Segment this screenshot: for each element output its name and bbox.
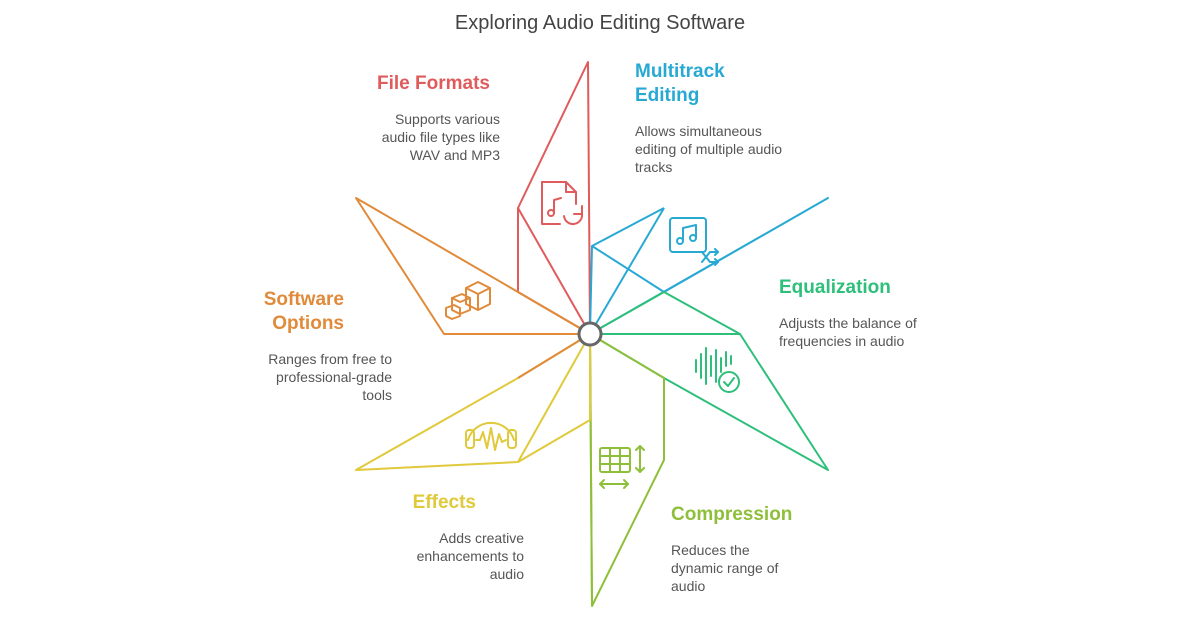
effects-description: Adds creative enhancements to audio	[416, 530, 524, 582]
compression-description: Reduces the dynamic range of audio	[671, 542, 779, 594]
effects-heading: Effects	[412, 492, 476, 513]
music-shuffle-icon	[669, 217, 719, 266]
blade-software	[355, 197, 591, 379]
multitrack-description: Allows simultaneous editing of multiple …	[635, 123, 783, 175]
equalization-description: Adjusts the balance of frequencies in au…	[779, 315, 917, 349]
multitrack-heading: Multitrack Editing	[635, 61, 725, 106]
grid-resize-icon	[599, 445, 645, 489]
diagram-title: Exploring Audio Editing Software	[454, 12, 746, 34]
compression-heading: Compression	[671, 504, 793, 525]
blade-compression	[589, 333, 665, 607]
headphones-wave-icon	[465, 421, 517, 451]
file-formats-description: Supports various audio file types like W…	[381, 111, 500, 163]
software-heading: Software Options	[263, 289, 344, 334]
blade-file-formats	[517, 61, 591, 335]
software-description: Ranges from free to professional-grade t…	[268, 351, 392, 403]
audio-file-sync-icon	[541, 181, 584, 225]
center-hub	[577, 321, 603, 347]
file-formats-heading: File Formats	[377, 73, 490, 94]
waveform-check-icon	[695, 347, 740, 393]
equalization-heading: Equalization	[779, 277, 891, 298]
boxes-icon	[445, 281, 491, 320]
